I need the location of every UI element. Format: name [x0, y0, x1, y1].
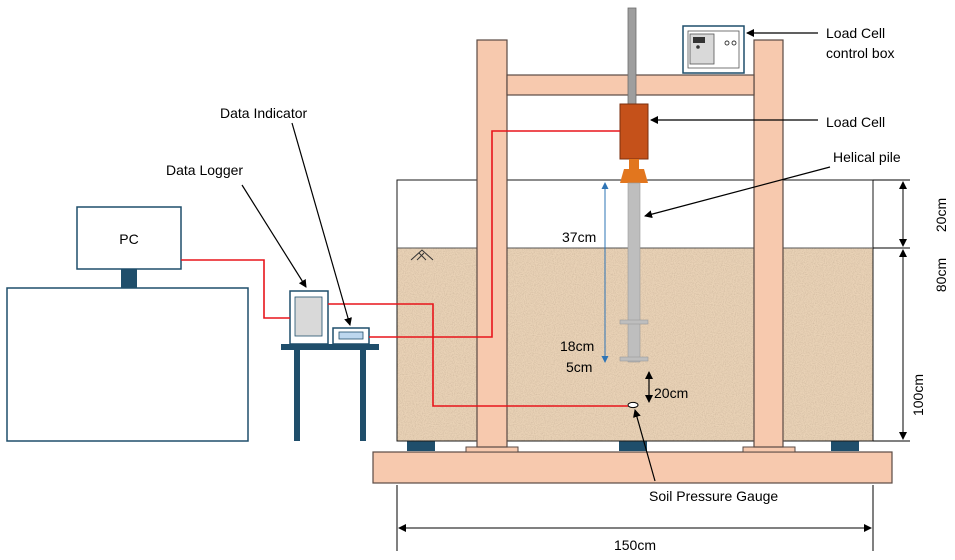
- table-top: [281, 344, 379, 350]
- arrow-to-data-logger: [241, 184, 307, 288]
- pc-station: PC: [6, 206, 249, 442]
- dim-label-free-height: 20cm: [933, 198, 949, 232]
- callout-arrows: [241, 29, 831, 482]
- data-logger-label: Data Logger: [166, 162, 243, 178]
- load-cell-control-box: [682, 25, 745, 74]
- data-logger-screen: [294, 296, 323, 337]
- dim-label-tank-height: 100cm: [910, 374, 926, 416]
- load-cell-label: Load Cell: [826, 114, 885, 130]
- wire-pc-to-logger: [181, 259, 290, 319]
- frame-base-plate-left: [465, 446, 519, 453]
- dim-label-tank-width: 150cm: [614, 537, 656, 553]
- data-logger: [289, 290, 329, 345]
- data-indicator-display: [338, 331, 364, 340]
- table-leg-right: [360, 350, 366, 441]
- pile-cap-neck: [629, 159, 639, 169]
- wire-indicator-to-load-cell: [369, 130, 620, 338]
- frame-base-plate-right: [742, 446, 796, 453]
- load-cell-block: [619, 103, 649, 160]
- arrow-to-soil-pressure-gauge: [633, 409, 656, 482]
- table-leg-left: [294, 350, 300, 441]
- instrument-table: [281, 344, 379, 441]
- pile-connector: [620, 169, 648, 183]
- soil-pressure-gauge: [627, 401, 639, 409]
- dim-label-helix-spacing: 18cm: [560, 338, 594, 354]
- dim-label-helix-to-tip: 5cm: [566, 359, 592, 375]
- dim-label-soil-depth: 80cm: [933, 258, 949, 292]
- frame-column-right: [753, 39, 784, 448]
- control-box-label-line2: control box: [826, 45, 894, 61]
- control-box-label-line1: Load Cell: [826, 25, 885, 41]
- wire-logger-to-gauge: [328, 303, 628, 407]
- pc-label: PC: [119, 231, 138, 247]
- helical-pile-shaft: [627, 182, 641, 363]
- helix-plate-upper: [619, 319, 649, 325]
- pc-monitor-stand: [121, 269, 137, 288]
- data-indicator: [332, 327, 370, 345]
- arrow-to-helical-pile: [644, 166, 831, 219]
- helix-plate-lower: [619, 356, 649, 362]
- ground-surface-symbol: [410, 249, 434, 261]
- labels: Data Logger Data Indicator Load Cell con…: [166, 25, 949, 553]
- pc-desk: [6, 287, 249, 442]
- loading-rod: [627, 7, 637, 106]
- tank-supports: [407, 441, 859, 451]
- helical-pile-label: Helical pile: [833, 149, 901, 165]
- arrow-to-data-indicator: [291, 122, 352, 326]
- data-indicator-label: Data Indicator: [220, 105, 307, 121]
- dim-label-gauge-below-tip: 20cm: [654, 385, 688, 401]
- dim-label-pile-embedded: 37cm: [562, 229, 596, 245]
- dimension-lines: [396, 179, 910, 551]
- soil-pressure-gauge-label: Soil Pressure Gauge: [649, 488, 778, 504]
- pc-monitor: [76, 206, 182, 270]
- signal-wires: [181, 130, 628, 407]
- base-beam: [372, 451, 893, 484]
